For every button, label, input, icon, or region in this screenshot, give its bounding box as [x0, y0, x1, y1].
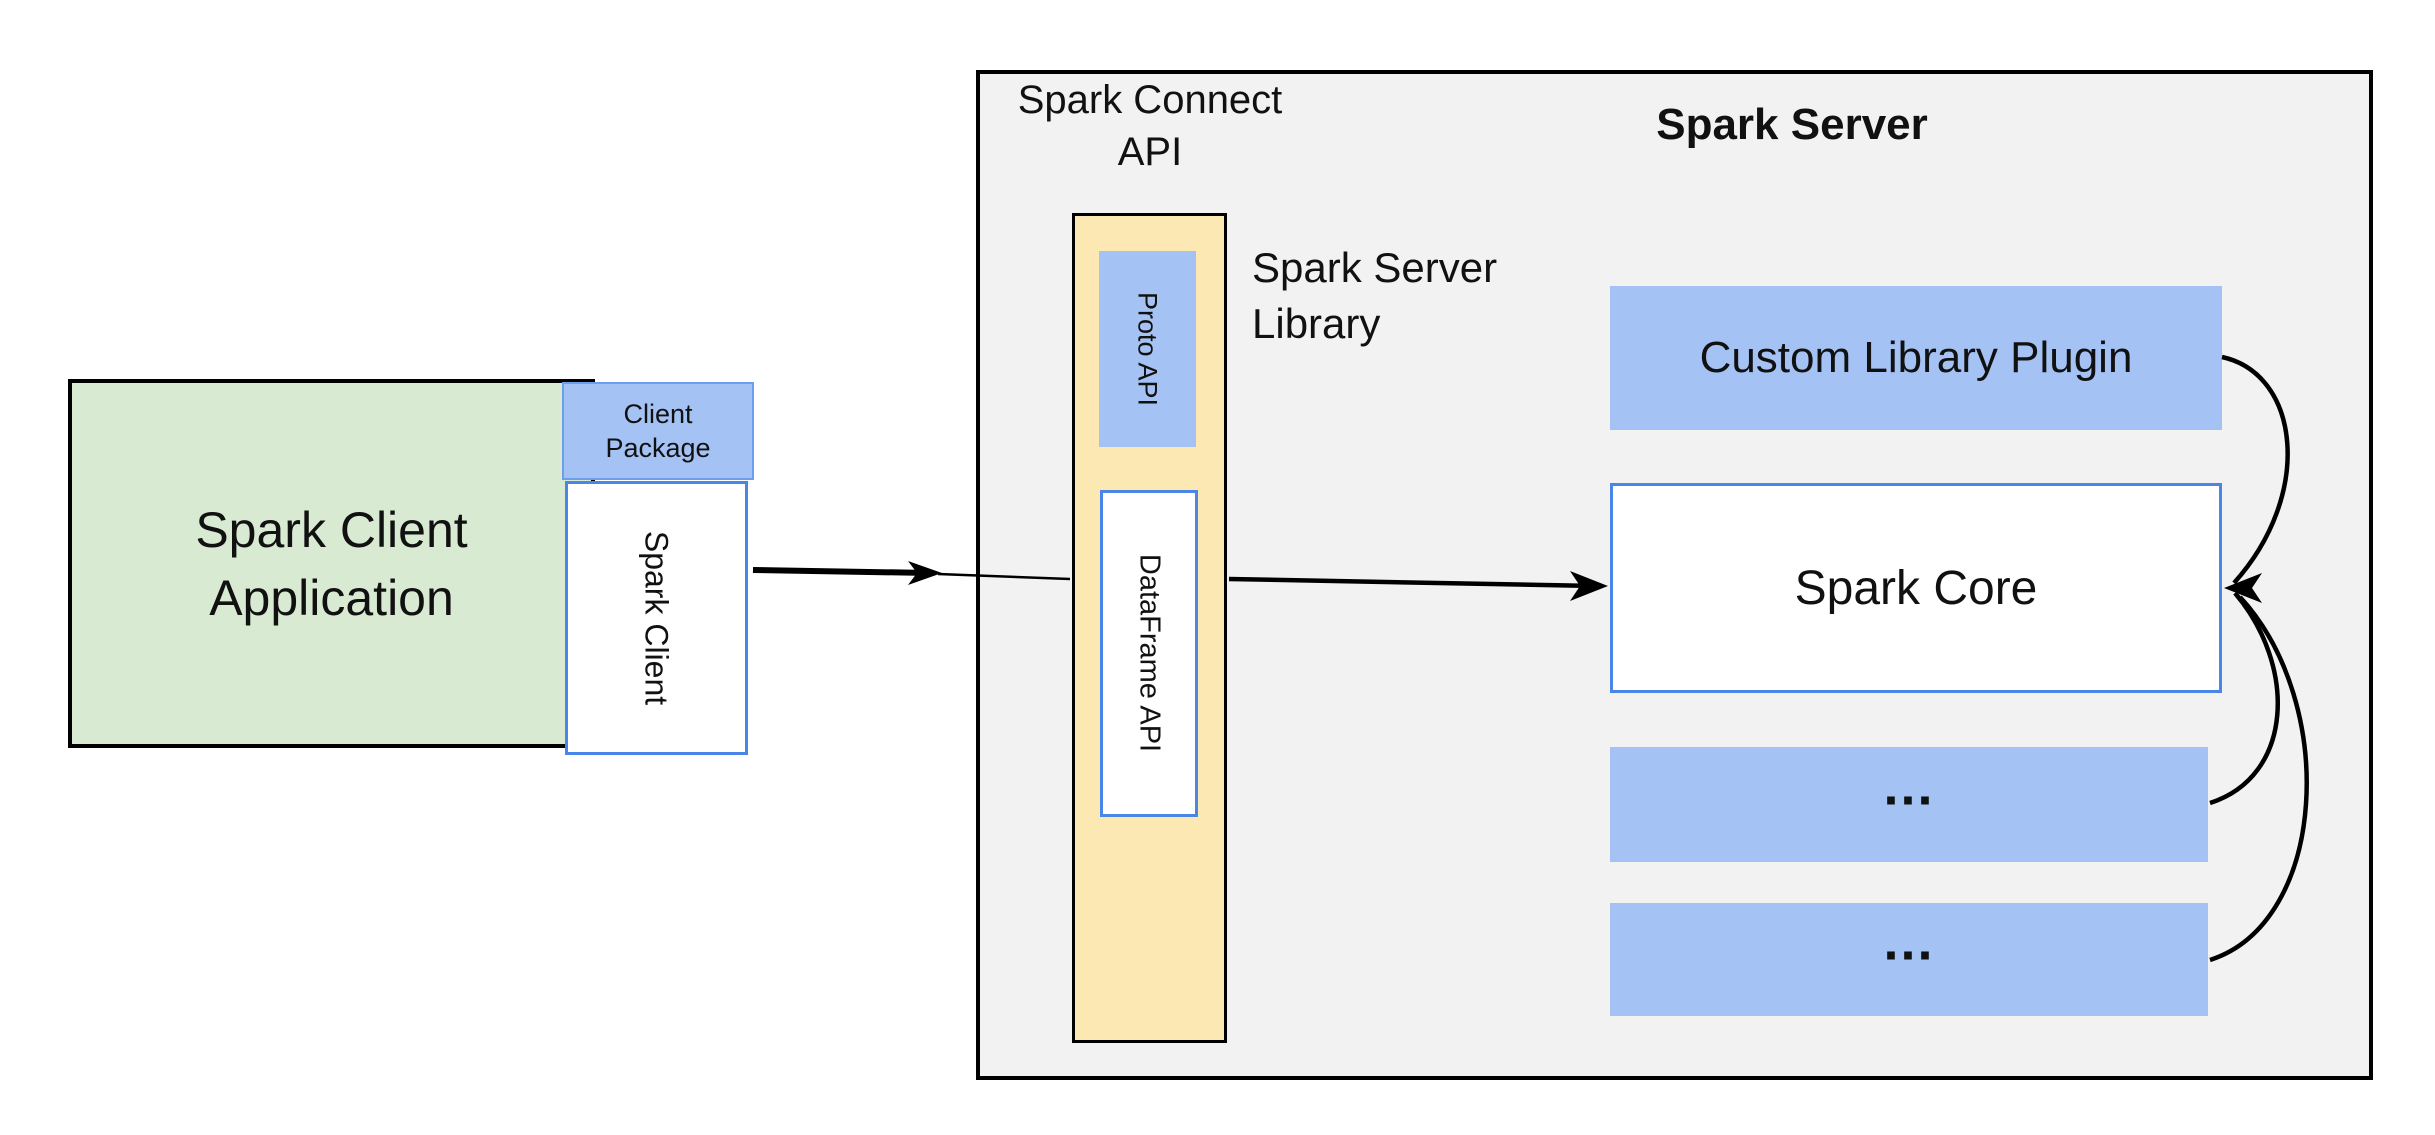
spark-server-library-label: Spark Server Library — [1252, 244, 1498, 347]
spark-connect-api-title-line1: Spark Connect — [1017, 78, 1283, 122]
ellipsis-label-2: ... — [1883, 910, 1935, 971]
proto-api-label: Proto API — [1132, 291, 1163, 407]
client-package-label: Client Package — [605, 399, 711, 463]
client-package-box: Client Package — [562, 382, 754, 480]
ellipsis-box-1: ... — [1610, 747, 2208, 862]
spark-core-box: Spark Core — [1610, 483, 2222, 693]
dataframe-api-label: DataFrame API — [1133, 553, 1166, 753]
spark-client-application-box: Spark Client Application — [68, 379, 595, 748]
dataframe-api-box — [1100, 490, 1198, 817]
spark-core-label: Spark Core — [1794, 561, 2038, 615]
custom-library-plugin-box: Custom Library Plugin — [1610, 286, 2222, 430]
client-to-api-arrow — [752, 567, 931, 576]
spark-client-label: Spark Client — [638, 530, 675, 706]
ellipsis-box-2: ... — [1610, 903, 2208, 1016]
spark-client-application-label: Spark Client Application — [195, 501, 468, 626]
spark-connect-api-title-line2: API — [1117, 130, 1183, 174]
proto-api-box — [1099, 251, 1196, 447]
spark-client-box — [565, 481, 748, 755]
custom-library-plugin-label: Custom Library Plugin — [1699, 333, 2133, 382]
spark-connect-api-title: Spark Connect API — [950, 74, 1350, 178]
spark-server-title: Spark Server — [1656, 100, 1928, 149]
ellipsis-label-1: ... — [1883, 755, 1935, 816]
client-to-api-arrowhead — [908, 561, 942, 585]
